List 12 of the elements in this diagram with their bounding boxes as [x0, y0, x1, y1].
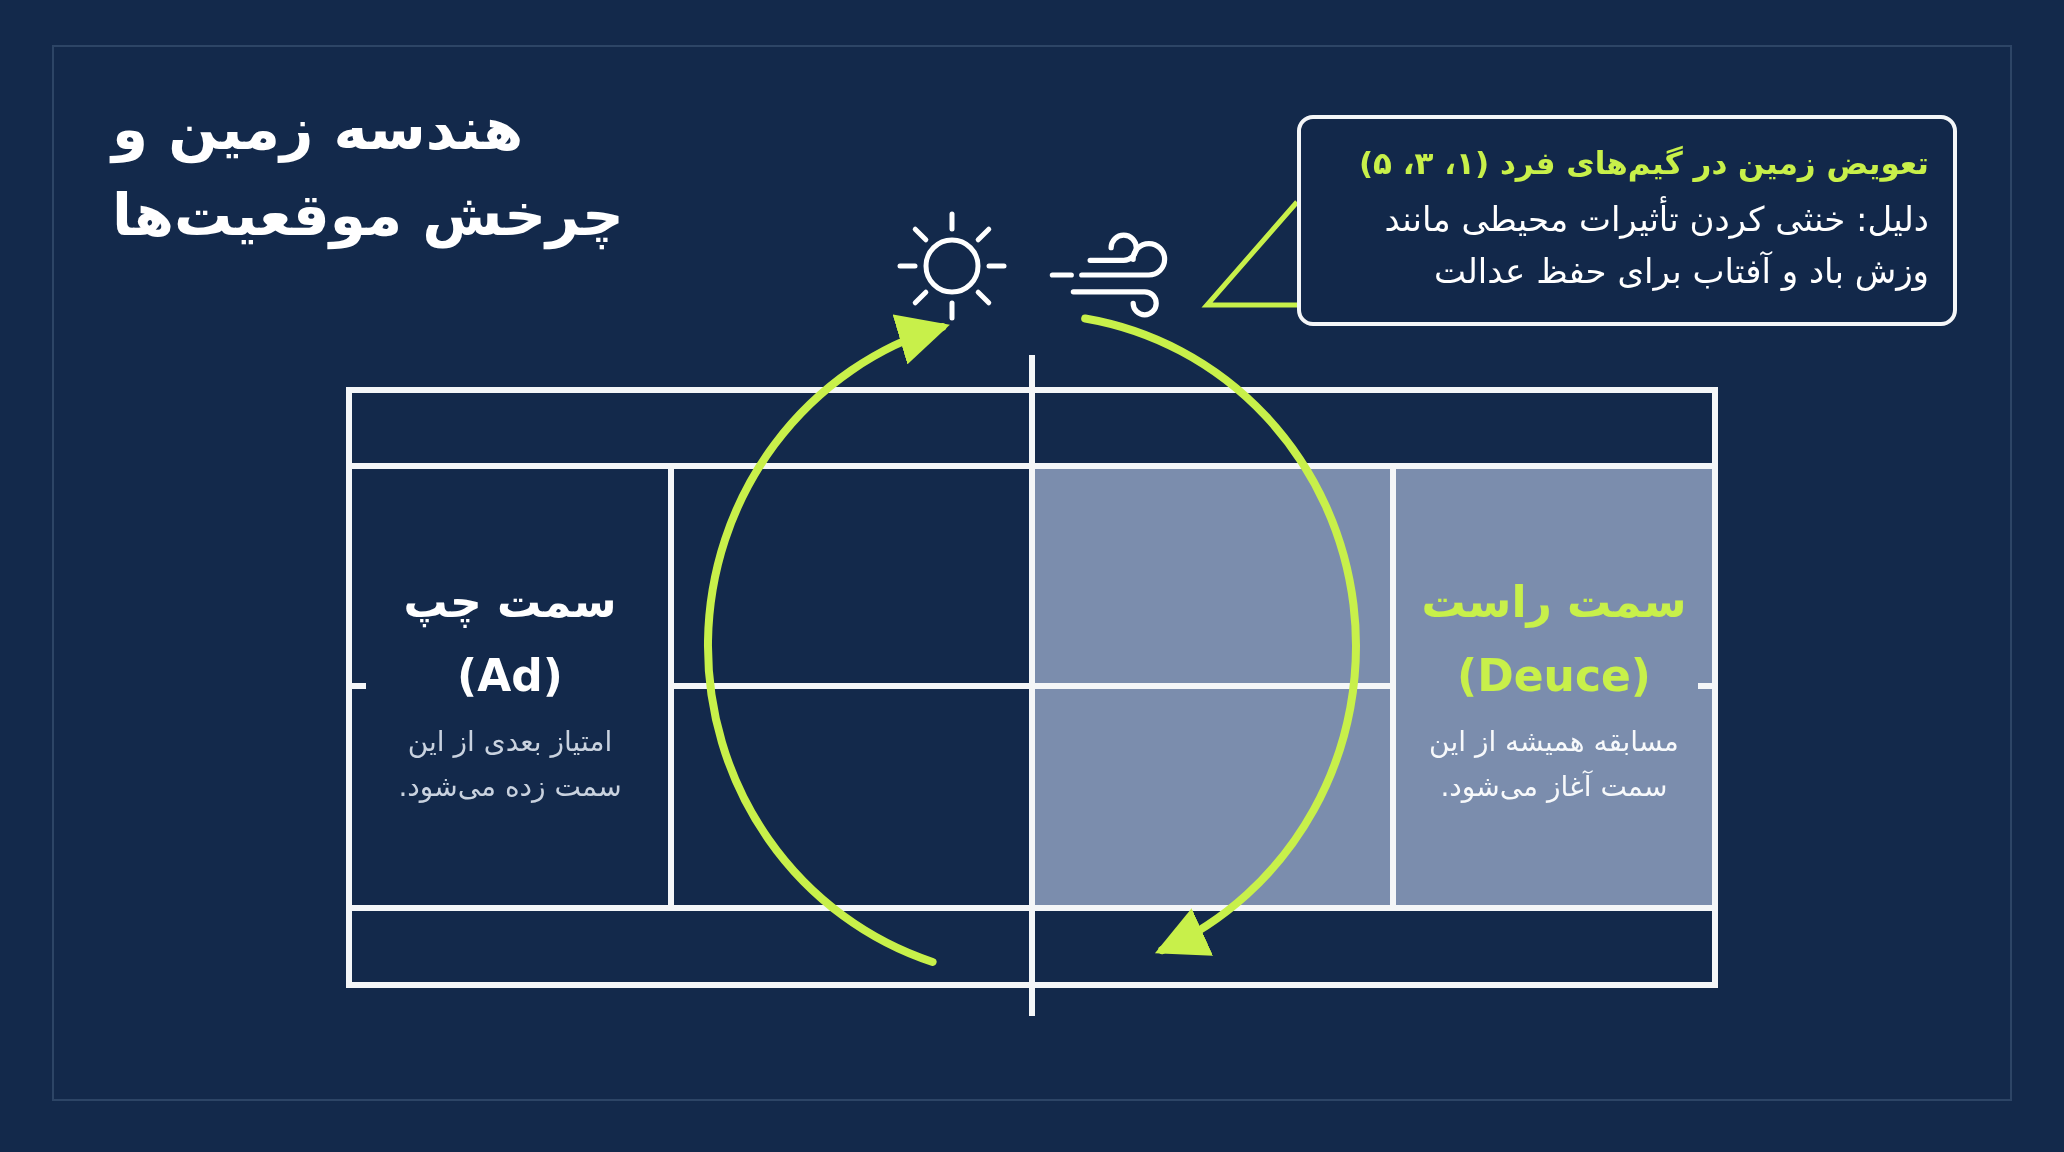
curved-arrow	[1081, 314, 1360, 954]
zone-heading: سمت راست (Deuce)	[1420, 575, 1688, 703]
zone-note: مسابقه همیشه از این سمت آغاز می‌شود.	[1428, 724, 1680, 805]
zone-heading: سمت چپ (Ad)	[402, 575, 618, 703]
callout-box	[1297, 115, 1957, 326]
court-zone	[1396, 469, 1712, 905]
zone-note: امتیاز بعدی از این سمت زده می‌شود.	[397, 724, 623, 805]
callout-heading: تعویض زمین در گیم‌های فرد (۱، ۳، ۵)	[1357, 144, 1929, 184]
wind-icon	[1049, 232, 1168, 318]
curved-arrow	[704, 317, 950, 966]
callout-text: دلیل: خنثی کردن تأثیرات محیطی مانند وزش باد و آفتاب برای حفظ عدالت	[1325, 193, 1929, 297]
sun-icon	[896, 210, 1008, 322]
